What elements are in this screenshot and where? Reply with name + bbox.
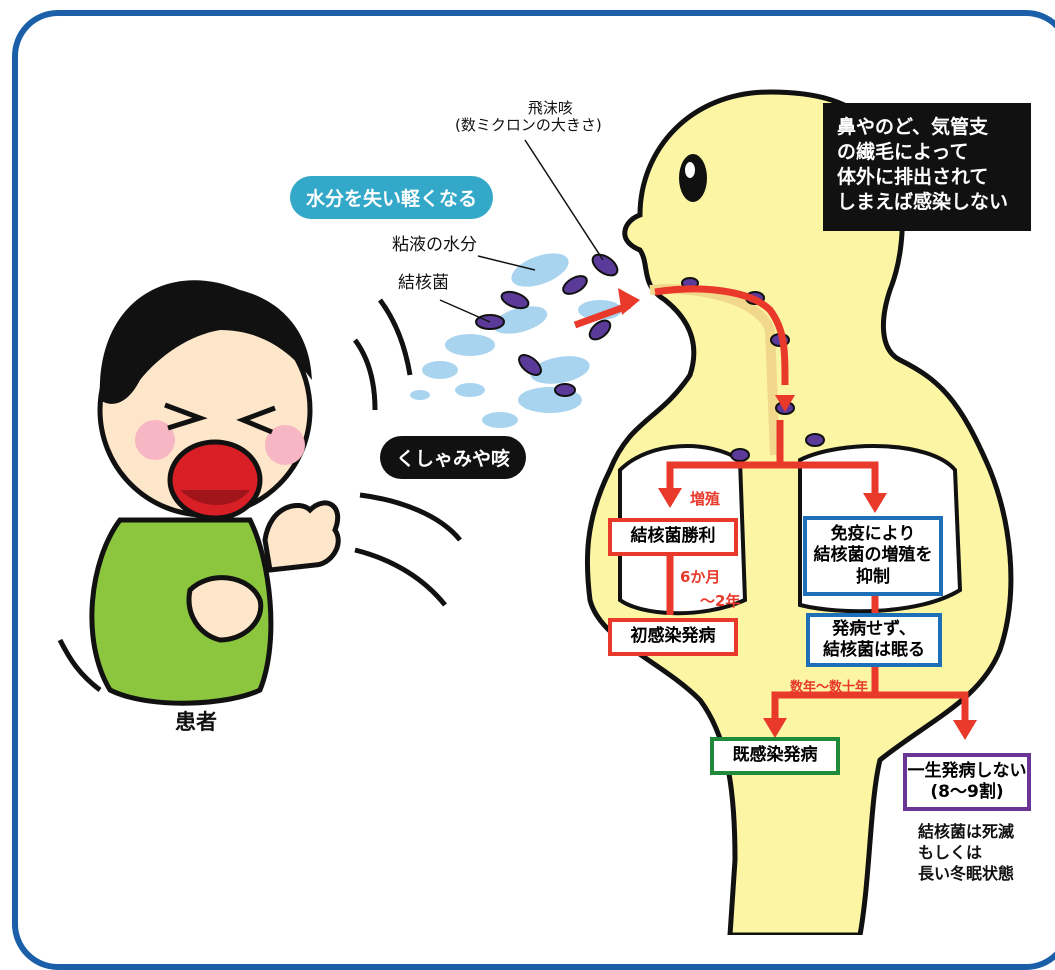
droplet-label-line2: (数ミクロンの大きさ) xyxy=(455,116,602,135)
expel-note-line4: しまえば感染しない xyxy=(837,191,1009,214)
dormant-line1: 発病せず、 xyxy=(832,618,916,639)
sneeze-label: くしゃみや咳 xyxy=(380,436,527,479)
bacteria-win-text: 結核菌勝利 xyxy=(630,526,716,547)
dormant-note-line2: もしくは xyxy=(918,842,983,862)
years-label: 数年〜数十年 xyxy=(790,680,869,695)
expel-note-line3: 体外に排出されて xyxy=(837,166,989,189)
mucus-label: 粘液の水分 xyxy=(392,235,477,255)
lifetime-line2: (8〜9割) xyxy=(930,782,1004,802)
patient-illustration xyxy=(57,280,462,706)
illustration xyxy=(57,89,1014,935)
immune-box: 免疫により 結核菌の増殖を 抑制 xyxy=(803,516,943,596)
reinfection-box: 既感染発病 xyxy=(710,737,840,775)
primary-disease-box: 初感染発病 xyxy=(608,618,738,656)
expel-note-line2: の繊毛によって xyxy=(837,141,969,164)
dormant-line2: 結核菌は眠る xyxy=(823,640,925,660)
dormant-note-line1: 結核菌は死滅 xyxy=(918,822,1015,841)
lighter-label: 水分を失い軽くなる xyxy=(290,176,494,219)
duration-2: 〜2年 xyxy=(700,592,741,610)
duration-1: 6か月 xyxy=(680,568,721,586)
lifetime-line1: 一生発病しない xyxy=(907,760,1027,781)
expel-note-line1: 鼻やのど、気管支 xyxy=(837,116,989,138)
immune-line3: 抑制 xyxy=(856,566,890,587)
immune-line1: 免疫により xyxy=(830,524,916,545)
dormant-note-line3: 長い冬眠状態 xyxy=(918,863,1015,883)
multiply-label: 増殖 xyxy=(690,490,721,508)
droplet-label-line1: 飛沫咳 xyxy=(527,99,573,117)
patient-label: 患者 xyxy=(175,710,217,734)
bacteria-label: 結核菌 xyxy=(398,273,449,293)
droplet-label: 飛沫咳 (数ミクロンの大きさ) xyxy=(455,99,602,135)
primary-disease-text: 初感染発病 xyxy=(630,626,716,647)
immune-line2: 結核菌の増殖を xyxy=(813,545,933,566)
expel-note: 鼻やのど、気管支 の繊毛によって 体外に排出されて しまえば感染しない xyxy=(823,103,1031,231)
dormant-note: 結核菌は死滅 もしくは 長い冬眠状態 xyxy=(918,822,1014,884)
bacteria-win-box: 結核菌勝利 xyxy=(608,518,738,556)
lifetime-box: 一生発病しない (8〜9割) xyxy=(903,753,1031,811)
arrow-heads xyxy=(618,288,977,740)
dormant-box: 発病せず、 結核菌は眠る xyxy=(806,613,942,667)
reinfection-text: 既感染発病 xyxy=(732,745,818,766)
flow-arrows xyxy=(573,285,969,722)
